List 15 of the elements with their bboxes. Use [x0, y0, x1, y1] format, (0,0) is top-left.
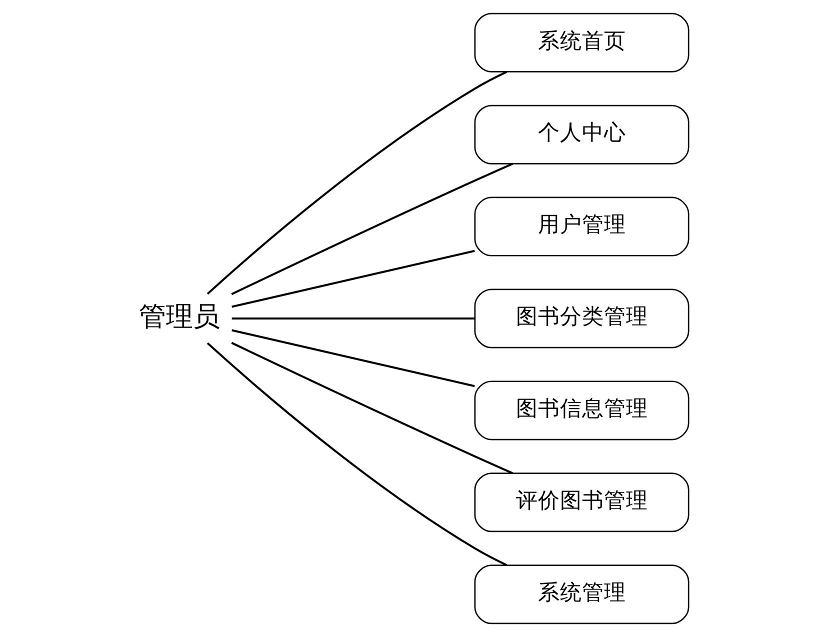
node-box: 评价图书管理 — [474, 472, 689, 532]
node-box: 系统首页 — [474, 12, 689, 72]
node-box: 用户管理 — [474, 196, 689, 256]
node-box: 图书分类管理 — [474, 288, 689, 348]
connector — [231, 317, 474, 320]
connector — [231, 250, 474, 308]
node-box: 个人中心 — [474, 104, 689, 164]
connector — [230, 342, 513, 474]
node-box: 图书信息管理 — [474, 380, 689, 440]
node-box: 系统管理 — [474, 564, 689, 624]
connector — [206, 71, 507, 295]
connector — [230, 162, 513, 296]
connector — [231, 329, 474, 388]
connector — [206, 342, 507, 566]
node-text: 管理员 — [138, 301, 220, 332]
